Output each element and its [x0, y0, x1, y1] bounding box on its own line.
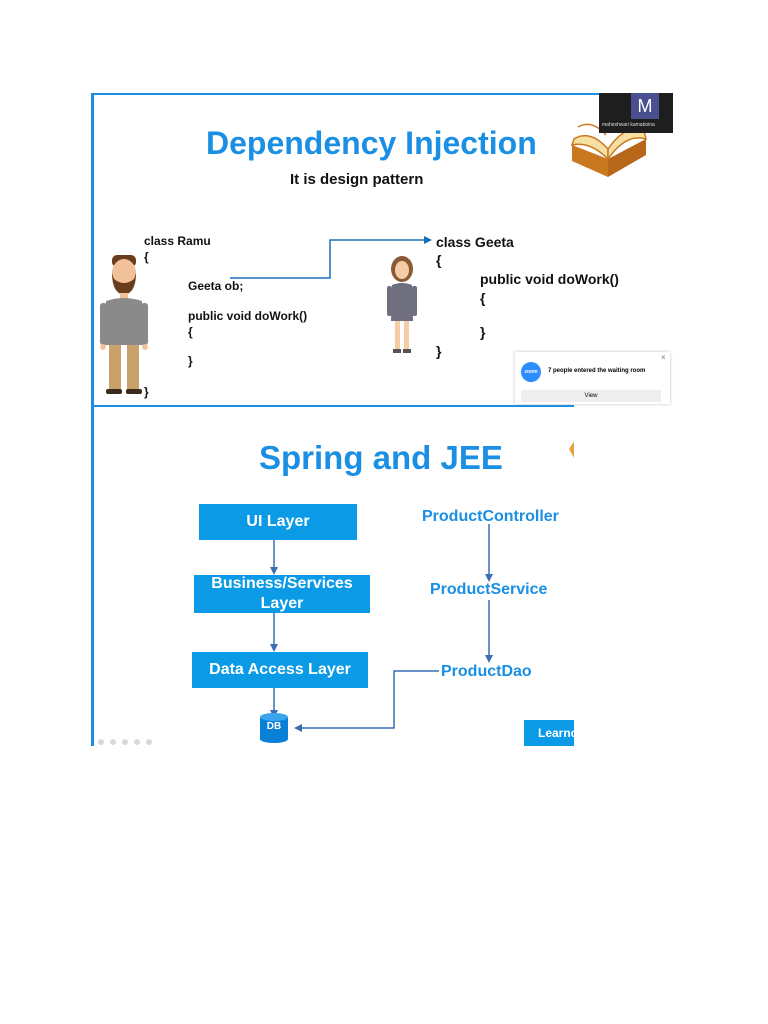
waiting-room-message: 7 people entered the waiting room — [548, 368, 646, 374]
slide-subtitle: It is design pattern — [290, 171, 424, 188]
geeta-method-open: { — [480, 290, 486, 306]
database-icon — [260, 713, 288, 743]
slide-title: Dependency Injection — [206, 125, 537, 161]
ramu-open-brace: { — [144, 250, 149, 264]
woman-illustration — [387, 256, 417, 353]
book-icon-partial — [569, 441, 574, 458]
toolbar-dot-icon[interactable] — [146, 739, 152, 745]
slide-spring-and-jee: Spring and JEE UI Layer Business/Service… — [91, 405, 574, 746]
participant-avatar: M — [631, 93, 659, 119]
close-icon[interactable]: × — [661, 353, 666, 362]
product-dao-label: ProductDao — [441, 663, 532, 680]
toolbar-dot-icon[interactable] — [110, 739, 116, 745]
man-illustration — [100, 255, 148, 394]
slide-dependency-injection: Dependency Injection It is design patter… — [91, 93, 673, 405]
book-icon — [570, 117, 648, 177]
ramu-method-close: } — [188, 354, 193, 368]
zoom-participant-tile[interactable]: M maheshwari kamaboina — [599, 93, 673, 133]
business-services-layer-box: Business/Services Layer — [194, 575, 370, 613]
data-access-layer-box: Data Access Layer — [192, 652, 368, 688]
ramu-class-decl: class Ramu — [144, 234, 211, 248]
ui-layer-box: UI Layer — [199, 504, 357, 540]
zoom-logo-icon: zoom — [521, 362, 541, 382]
product-controller-label: ProductController — [422, 508, 559, 525]
geeta-method: public void doWork() — [480, 271, 619, 287]
ramu-method: public void doWork() — [188, 309, 308, 323]
toolbar-dot-icon[interactable] — [134, 739, 140, 745]
toolbar-dot-icon[interactable] — [122, 739, 128, 745]
geeta-close-brace: } — [436, 343, 442, 359]
ramu-close-brace: } — [144, 385, 149, 399]
geeta-open-brace: { — [436, 252, 442, 268]
ramu-field: Geeta ob; — [188, 279, 244, 293]
ramu-method-open: { — [188, 325, 193, 339]
toolbar-dot-icon[interactable] — [98, 739, 104, 745]
slide-toolbar[interactable] — [98, 739, 162, 745]
participant-name: maheshwari kamaboina — [602, 122, 655, 128]
slide2-title: Spring and JEE — [259, 439, 503, 476]
geeta-method-close: } — [480, 324, 486, 340]
layer-flow-arrows — [270, 524, 493, 732]
product-service-label: ProductService — [430, 581, 548, 598]
dependency-arrow — [230, 236, 432, 279]
geeta-class-decl: class Geeta — [436, 234, 514, 250]
learn-button[interactable]: Learnc — [524, 720, 574, 746]
waiting-room-notification: zoom 7 people entered the waiting room ×… — [515, 352, 670, 404]
view-button[interactable]: View — [521, 390, 661, 402]
db-label: DB — [266, 721, 282, 732]
